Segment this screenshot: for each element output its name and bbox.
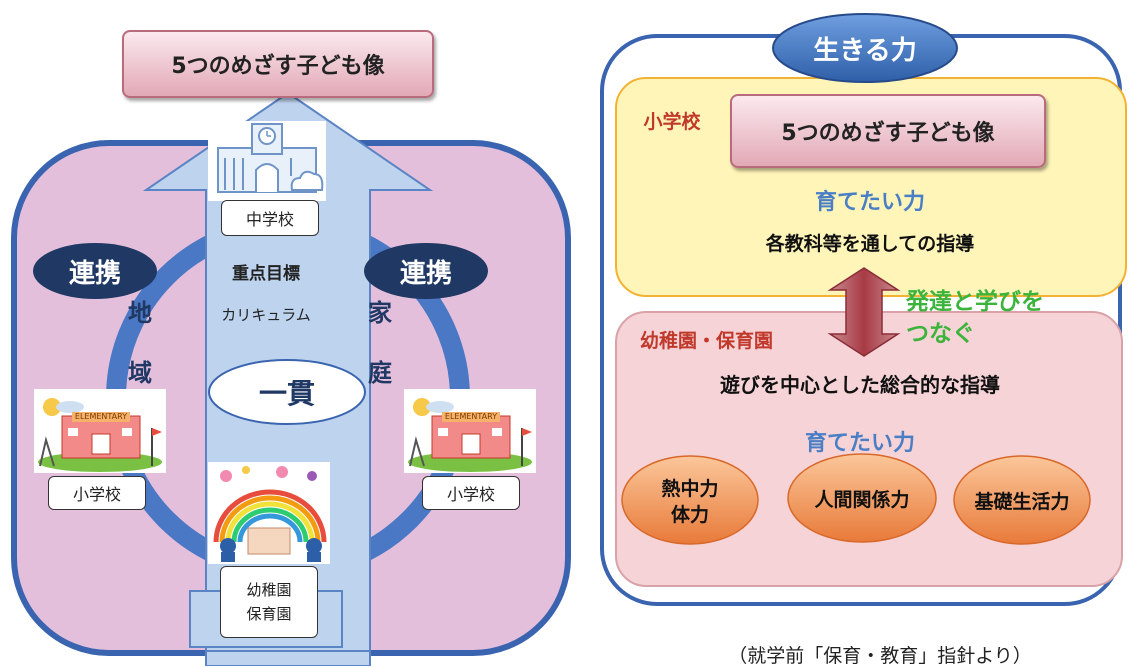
focus-goal-text: 重点目標 [232,263,300,284]
community-char-1: 地 [128,298,152,327]
right-goal-text: 5つのめざす子ども像 [781,121,995,146]
ability-oval-2 [787,453,937,543]
link-oval-left [33,243,157,299]
elementary-school-picture-right [404,389,536,473]
abilities-lower: 育てたい力 [804,431,915,456]
play-guidance: 遊びを中心とした総合的な指導 [720,372,1000,397]
ability-3-text: 基礎生活力 [974,490,1070,513]
connect-double-arrow [827,267,901,357]
elementary-label-left: 小学校 [48,476,146,510]
elementary-label-right: 小学校 [422,476,520,510]
source-note: （就学前「保育・教育」指針より） [728,644,1032,667]
arrow-tail-box [205,650,371,666]
curriculum-text: カリキュラム [221,305,311,324]
elementary-school-picture-left [34,389,166,473]
family-char-2: 庭 [368,358,392,387]
life-skills-title: 生きる力 [813,35,917,66]
junior-high-school-picture [208,121,326,201]
family-char-1: 家 [368,298,392,327]
right-goal-box: 5つのめざす子ども像 [730,94,1046,168]
left-goal-box: 5つのめざす子ども像 [122,30,434,98]
ability-2-text: 人間関係力 [814,488,910,511]
left-goal-text: 5つのめざす子ども像 [171,54,385,79]
ability-1-line-1: 熱中力 [661,478,719,500]
link-label-right: 連携 [399,258,452,289]
ability-1-text: 熱中力 体力 [622,470,758,534]
school-sign-right: ELEMENTARY [444,411,498,421]
ability-oval-3 [953,455,1091,545]
kindergarten-rainbow-picture [208,462,330,564]
subject-guidance: 各教科等を通しての指導 [765,232,975,255]
preschool-panel-label: 幼稚園・保育園 [640,330,774,352]
connect-label-2: つなぐ [906,321,975,347]
community-char-2: 域 [128,358,152,387]
abilities-upper: 育てたい力 [814,190,925,215]
junior-high-label: 中学校 [221,200,319,236]
ability-oval-1 [621,455,759,545]
consistency-text: 一貫 [258,377,315,410]
consistency-oval [208,359,366,425]
ability-1-line-2: 体力 [670,504,709,526]
kindergarten-label: 幼稚園 保育園 [220,566,318,638]
link-oval-right [364,243,488,299]
elementary-panel-label: 小学校 [643,110,701,133]
connect-label-1: 発達と学びを [906,289,1044,315]
kindergarten-line-2: 保育園 [246,605,292,623]
link-label-left: 連携 [68,258,121,289]
school-sign-left: ELEMENTARY [74,411,128,421]
life-skills-oval [772,13,958,83]
kindergarten-line-1: 幼稚園 [246,581,292,599]
